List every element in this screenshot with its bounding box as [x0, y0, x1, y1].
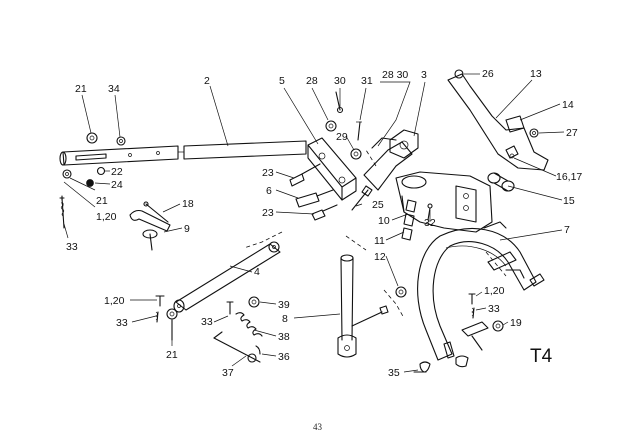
springs-and-link: [213, 296, 263, 363]
callout-labels: 2 21 34 22 24 21 1,20 33 18 9 5 28 30 31…: [66, 68, 582, 379]
central-housing: [395, 171, 493, 233]
callout-22: 22: [111, 166, 123, 178]
callout-28-30: 28 30: [382, 69, 408, 81]
page-number: 43: [313, 422, 323, 432]
callout-30: 30: [334, 75, 346, 87]
part-9-clevis: [129, 201, 171, 251]
part-5-bracket: [289, 137, 357, 221]
callout-21: 21: [166, 349, 178, 361]
part-4-arm: [173, 241, 281, 313]
callout-27: 27: [566, 127, 578, 139]
callout-7: 7: [564, 224, 570, 236]
callout-28: 28: [306, 75, 318, 87]
callout-8: 8: [282, 313, 288, 325]
left-hardware: [59, 132, 126, 229]
callout-35: 35: [388, 367, 400, 379]
callout-4: 4: [254, 266, 260, 278]
callout-34: 34: [108, 83, 120, 95]
callout-9: 9: [184, 223, 190, 235]
callout-38: 38: [278, 331, 290, 343]
callout-36: 36: [278, 351, 290, 363]
leader-lines: [63, 73, 565, 373]
callout-39: 39: [278, 299, 290, 311]
callout-1-20: 1,20: [96, 211, 117, 223]
part-3-pivot-block: [363, 129, 419, 191]
callout-33: 33: [488, 303, 500, 315]
callout-14: 14: [562, 99, 574, 111]
part-7-curved-frame: [417, 221, 545, 361]
callout-18: 18: [182, 198, 194, 210]
callout-2: 2: [204, 75, 210, 87]
callout-23: 23: [262, 167, 274, 179]
callout-12: 12: [374, 251, 386, 263]
callout-15: 15: [563, 195, 575, 207]
upper-center-hardware: [325, 91, 362, 160]
callout-25: 25: [372, 199, 384, 211]
callout-11: 11: [374, 235, 385, 247]
callout-29: 29: [336, 131, 348, 143]
callout-33: 33: [201, 316, 213, 328]
part-13-bracket: [447, 69, 549, 171]
callout-33: 33: [66, 241, 78, 253]
callout-5: 5: [279, 75, 285, 87]
callout-3: 3: [421, 69, 427, 81]
callout-6: 6: [266, 185, 272, 197]
left-lower-pins: [155, 295, 178, 341]
parts-drawing: [59, 69, 549, 373]
part-15-bushing: [487, 172, 515, 192]
callout-19: 19: [510, 317, 522, 329]
callout-21: 21: [96, 195, 108, 207]
part-25-bolt: [351, 185, 373, 211]
callout-21: 21: [75, 83, 87, 95]
right-lower-hardware: [413, 293, 504, 373]
callout-16-17: 16,17: [556, 171, 582, 183]
part-8-shaft: [337, 254, 407, 358]
callout-23: 23: [262, 207, 274, 219]
callout-26: 26: [482, 68, 494, 80]
callout-1-20: 1,20: [484, 285, 505, 297]
callout-32: 32: [424, 217, 436, 229]
callout-33: 33: [116, 317, 128, 329]
callout-31: 31: [361, 75, 373, 87]
figure-label: T4: [530, 346, 553, 367]
callout-37: 37: [222, 367, 234, 379]
part-2-rod: [59, 140, 307, 166]
callout-1-20: 1,20: [104, 295, 125, 307]
callout-10: 10: [378, 215, 390, 227]
callout-13: 13: [530, 68, 542, 80]
callout-24: 24: [111, 179, 123, 191]
assembly-guide-lines: [243, 149, 507, 319]
part-10-chain: [401, 199, 433, 241]
